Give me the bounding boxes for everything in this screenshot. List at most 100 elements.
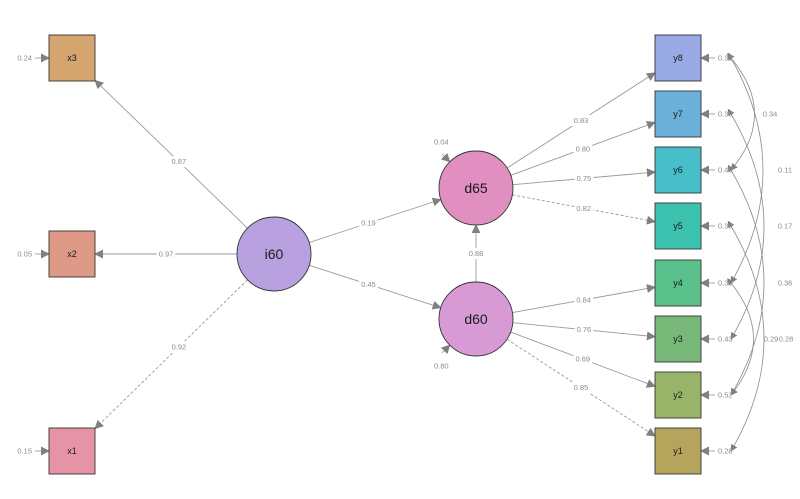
covariance-value-y5-y1: 0.28: [779, 335, 794, 344]
residual-variance-x2: 0.05: [17, 250, 32, 259]
path-coefficient-i60-x2: 0.97: [159, 250, 174, 259]
covariance-layer: 0.34 0.11 0.17 0.36 0.280.29: [726, 52, 794, 452]
path-i60-x1: [94, 279, 248, 430]
covariance-y7-y3: [727, 108, 765, 340]
path-coefficient-bg: [573, 143, 593, 155]
latent-residual-d65: 0.04: [434, 138, 449, 147]
manifest-box-x3: [48, 34, 96, 82]
residual-variance-y4: 0.30: [718, 279, 733, 288]
path-coefficient-bg: [571, 114, 591, 126]
manifest-node-x1: x1: [48, 427, 96, 475]
path-coefficient-i60-d60: 0.45: [361, 280, 376, 289]
path-coefficient-d60-y2: 0.69: [576, 355, 591, 364]
covariance-y8-y4: [727, 52, 764, 284]
manifest-node-y5: y5: [654, 202, 702, 250]
manifest-label-y6: y6: [673, 165, 683, 175]
node-layer: x3 x2 x1 y8 y7 y6 y5 y4 y3 y2 y1 i60 d65 d60: [48, 34, 702, 475]
manifest-node-y4: y4: [654, 259, 702, 307]
path-coefficient-bg: [574, 172, 594, 184]
residual-variance-y2: 0.52: [718, 391, 733, 400]
manifest-box-x1: [48, 427, 96, 475]
residual-variance-y6: 0.43: [718, 166, 733, 175]
path-coefficient-d65-y8: 0.83: [574, 116, 589, 125]
covariance-y5-y1: [727, 220, 765, 452]
latent-node-d60: d60: [438, 281, 514, 357]
latent-label-i60: i60: [265, 246, 284, 262]
covariance-value-y6-y2: 0.36: [778, 279, 793, 288]
latent-label-d60: d60: [464, 311, 488, 327]
path-i60-x3: [94, 79, 248, 229]
manifest-label-y8: y8: [673, 53, 683, 63]
manifest-label-y3: y3: [673, 334, 683, 344]
latent-residual-arrow-d65: [440, 152, 451, 163]
manifest-box-y4: [654, 259, 702, 307]
manifest-node-x3: x3: [48, 34, 96, 82]
latent-residual-d60: 0.80: [434, 362, 449, 371]
path-coefficient-d60-y3: 0.76: [577, 325, 592, 334]
manifest-node-y7: y7: [654, 90, 702, 138]
residual-variance-y1: 0.28: [718, 447, 733, 456]
path-coefficient-i60-x1: 0.92: [172, 342, 187, 351]
covariance-y8-y6: [726, 53, 755, 171]
path-coefficient-d60-y1: 0.85: [574, 383, 589, 392]
manifest-node-y1: y1: [654, 427, 702, 475]
residual-variance-y7: 0.36: [718, 110, 733, 119]
coefficient-layer: 0.870.970.920.190.450.880.830.800.750.82…: [156, 114, 594, 394]
manifest-label-y5: y5: [673, 221, 683, 231]
residual-variance-y5: 0.33: [718, 222, 733, 231]
path-coefficient-d60-d65: 0.88: [469, 249, 484, 258]
path-coefficient-bg: [156, 248, 176, 260]
manifest-node-y8: y8: [654, 34, 702, 82]
manifest-node-y3: y3: [654, 315, 702, 363]
latent-label-d65: d65: [464, 180, 488, 196]
path-d60-y1: [506, 338, 656, 437]
manifest-label-x1: x1: [67, 446, 77, 456]
manifest-box-y5: [654, 202, 702, 250]
path-coefficient-bg: [574, 324, 594, 336]
path-coefficient-d65-y5: 0.82: [576, 204, 591, 213]
latent-node-d65: d65: [438, 150, 514, 226]
path-coefficient-d60-y4: 0.84: [576, 295, 591, 304]
manifest-label-y4: y4: [673, 278, 683, 288]
latent-residual-arrow-d60: [440, 344, 451, 355]
covariance-value-y8-y6: 0.34: [763, 110, 778, 119]
manifest-label-x3: x3: [67, 53, 77, 63]
residual-variance-x1: 0.15: [17, 447, 32, 456]
manifest-node-x2: x2: [48, 230, 96, 278]
manifest-box-y1: [654, 427, 702, 475]
latent-circle-i60: [236, 216, 312, 292]
manifest-node-y2: y2: [654, 371, 702, 419]
path-coefficient-bg: [571, 382, 591, 394]
manifest-box-y8: [654, 34, 702, 82]
path-coefficient-d65-y6: 0.75: [577, 174, 592, 183]
manifest-box-y3: [654, 315, 702, 363]
manifest-box-y6: [654, 146, 702, 194]
manifest-label-y2: y2: [673, 390, 683, 400]
residual-variance-x3: 0.24: [17, 54, 32, 63]
path-coefficient-bg: [169, 341, 189, 353]
path-coefficient-bg: [573, 353, 593, 365]
path-coefficient-bg: [359, 217, 378, 229]
path-coefficient-bg: [574, 202, 593, 214]
path-coefficient-bg: [466, 248, 486, 259]
manifest-box-x2: [48, 230, 96, 278]
covariance-value-y8-y4: 0.11: [778, 166, 792, 175]
covariance-y6-y2: [727, 164, 765, 396]
covariance-y4-y2: [727, 278, 754, 396]
latent-node-i60: i60: [236, 216, 312, 292]
manifest-label-y1: y1: [673, 446, 683, 456]
path-coefficient-i60-d65: 0.19: [361, 219, 376, 228]
manifest-label-y7: y7: [673, 109, 683, 119]
manifest-node-y6: y6: [654, 146, 702, 194]
manifest-label-x2: x2: [67, 249, 77, 259]
path-coefficient-bg: [574, 294, 594, 306]
manifest-box-y7: [654, 90, 702, 138]
residual-layer: 0.240.050.150.310.360.430.330.300.430.52…: [17, 53, 733, 456]
residual-variance-y8: 0.31: [718, 54, 733, 63]
covariance-value-y7-y3: 0.17: [778, 222, 793, 231]
path-layer: [94, 72, 656, 437]
covariance-value-y4-y2: 0.29: [764, 335, 779, 344]
manifest-box-y2: [654, 371, 702, 419]
latent-circle-d65: [438, 150, 514, 226]
